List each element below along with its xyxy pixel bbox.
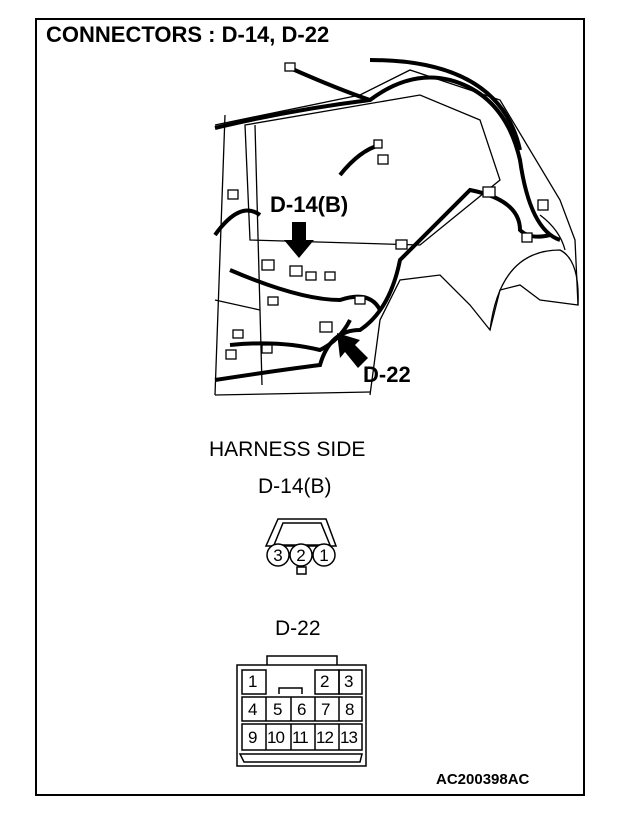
callout-d22: D-22	[363, 362, 411, 387]
d22-pin: 2	[320, 672, 330, 691]
d22-pin: 6	[297, 700, 307, 719]
d22-pin: 5	[273, 700, 283, 719]
connector-d14-face	[264, 518, 338, 575]
d22-pin: 13	[340, 728, 358, 747]
d22-pin: 7	[321, 700, 331, 719]
d14-pin: 2	[296, 546, 305, 565]
callout-d14: D-14(B)	[270, 192, 349, 217]
figure-code: AC200398AC	[436, 771, 530, 788]
d14-pin: 3	[273, 546, 282, 565]
d22-connector-label: D-22	[275, 617, 321, 640]
d14-pin: 1	[319, 546, 328, 565]
harness-side-label: HARNESS SIDE	[209, 438, 366, 461]
d14-connector-label: D-14(B)	[258, 475, 332, 498]
d22-pin: 3	[344, 672, 354, 691]
connector-d22-face	[236, 655, 367, 767]
d22-pin: 8	[345, 700, 355, 719]
d22-pin: 12	[316, 728, 334, 747]
d22-pin: 1	[248, 672, 258, 691]
d22-pin: 4	[248, 700, 258, 719]
d22-arrow-icon	[337, 333, 368, 368]
d14-arrow-icon	[284, 222, 314, 258]
d22-pin: 11	[292, 728, 309, 747]
d22-pin: 10	[267, 728, 285, 747]
figure-title: CONNECTORS : D-14, D-22	[46, 22, 330, 47]
figure-frame	[35, 18, 585, 796]
d22-pin: 9	[248, 728, 258, 747]
